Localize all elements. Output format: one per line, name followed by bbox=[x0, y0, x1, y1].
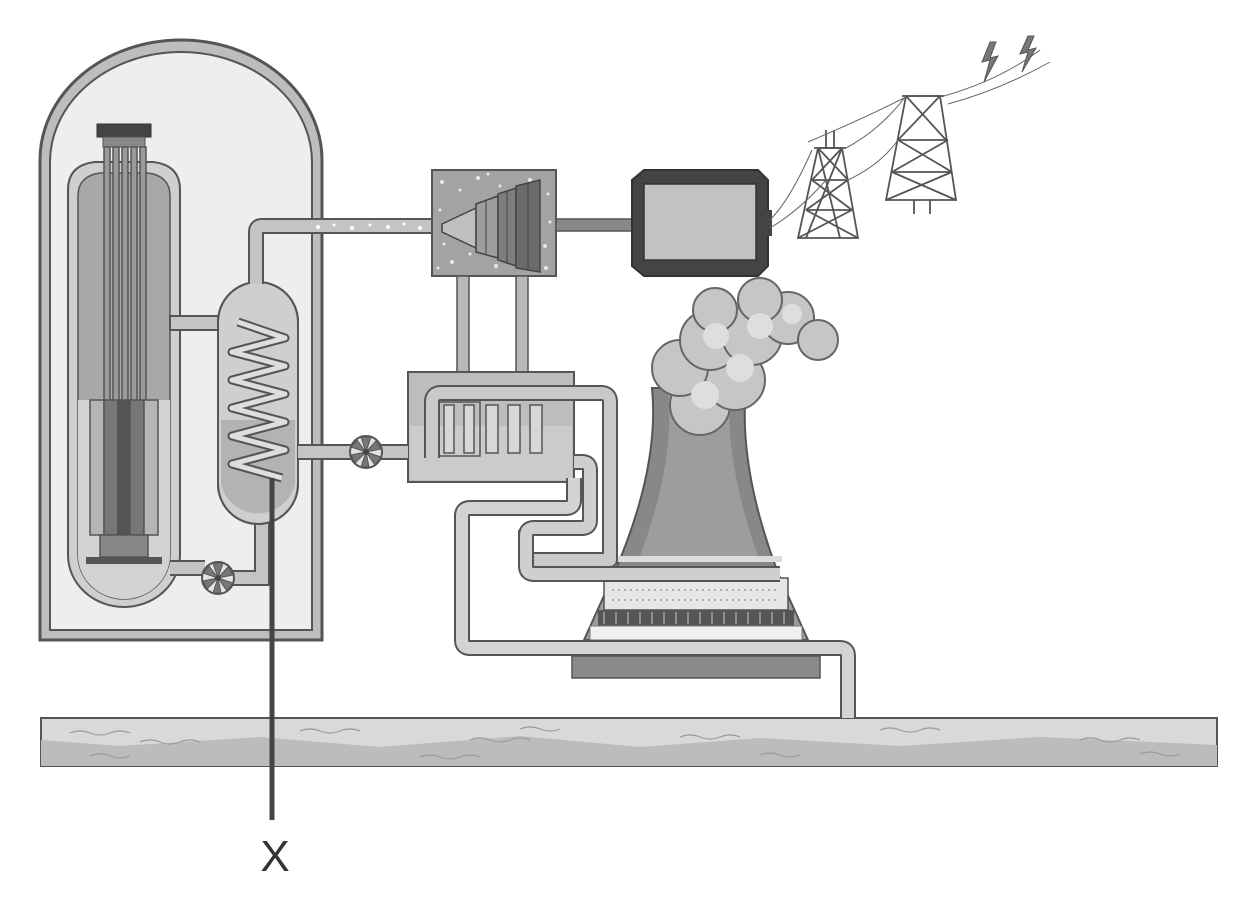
river bbox=[40, 717, 1218, 767]
cooling-water-loop bbox=[424, 385, 856, 718]
transmission-tower-far bbox=[884, 95, 958, 214]
reactor-vessel bbox=[67, 123, 181, 608]
steam-generator bbox=[217, 281, 299, 525]
power-lines bbox=[769, 49, 1051, 229]
feedwater-pump bbox=[349, 435, 383, 469]
transmission-tower-near bbox=[796, 130, 860, 239]
turbine-exhaust-pipes bbox=[456, 275, 529, 373]
steam-plume-highlights bbox=[691, 304, 802, 409]
callout-label-x: X bbox=[260, 832, 290, 881]
turbine bbox=[431, 169, 557, 277]
main-steam-line bbox=[248, 218, 436, 284]
primary-loop bbox=[169, 315, 270, 586]
primary-pump bbox=[201, 561, 235, 595]
lightning-icon bbox=[981, 35, 1038, 83]
turbine-shaft bbox=[555, 218, 633, 232]
generator bbox=[631, 169, 772, 277]
